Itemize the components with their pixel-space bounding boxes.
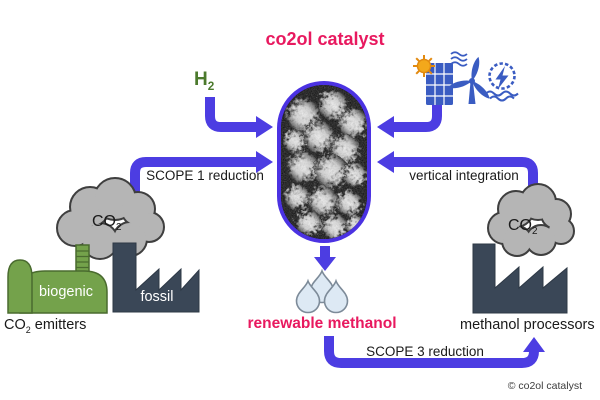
biogenic-label: biogenic (38, 284, 93, 300)
output-arrowhead (314, 257, 336, 271)
wind-turbine-icon (447, 51, 490, 104)
catalyst-capsule (277, 81, 371, 243)
h2-arrow (205, 97, 257, 132)
renewable-methanol-label: renewable methanol (247, 315, 397, 332)
flow-arrows (130, 97, 539, 368)
scope3-label: SCOPE 3 reduction (366, 344, 484, 359)
methanol-processors-caption: methanol processors (460, 317, 595, 333)
scope3-arrowhead (523, 337, 545, 352)
copyright-notice: © co2ol catalyst (507, 380, 582, 392)
flow-arrowheads (256, 116, 545, 352)
fossil-label: fossil (140, 289, 174, 305)
sun-icon (413, 55, 435, 77)
scope1-arrow (130, 157, 257, 197)
scope1-arrowhead (256, 151, 273, 173)
co2-cloud-left-icon (56, 177, 165, 260)
hydrogen-label: H2 (194, 69, 215, 93)
page-title: co2ol catalyst (265, 29, 385, 49)
sem-texture (281, 85, 367, 239)
vertical-integration-label: vertical integration (409, 168, 519, 183)
fossil-factory-body (112, 242, 200, 313)
biogenic-plant-icon (7, 259, 108, 314)
energy-arrowhead (377, 116, 394, 138)
co2-label-right: CO2 (508, 217, 538, 238)
solar-panel-icon (413, 55, 453, 105)
vertical-integration-arrowhead (377, 151, 394, 173)
co2-emitters-caption: CO2 emitters (4, 317, 87, 335)
hydro-power-icon (485, 62, 519, 102)
co2-label-left: CO2 (92, 213, 122, 234)
h2-arrowhead (256, 116, 273, 138)
scope1-label: SCOPE 1 reduction (146, 168, 264, 183)
scope3-arrow (324, 336, 539, 368)
energy-arrow (393, 102, 442, 132)
water-droplets-icon (295, 268, 349, 314)
vertical-integration-arrow (393, 157, 538, 200)
processor-factory-icon (472, 243, 568, 314)
co2-cloud-right-icon (487, 183, 575, 257)
